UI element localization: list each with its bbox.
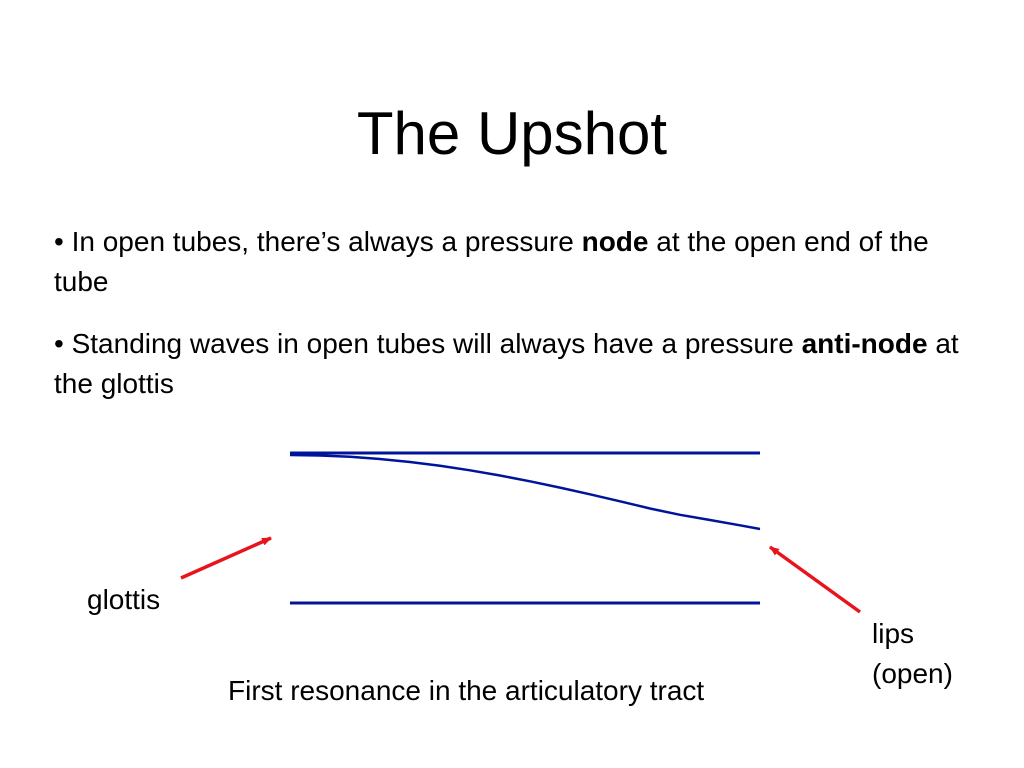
bullet-marker: • bbox=[54, 328, 64, 359]
bullet-text-end: at the open end of the tube bbox=[54, 226, 929, 297]
lips-label: lips (open) bbox=[872, 614, 953, 694]
glottis-label: glottis bbox=[87, 584, 161, 615]
lips-label-line-1: lips bbox=[872, 618, 915, 649]
pressure-wave-curve bbox=[289, 453, 761, 531]
bullet-bold-term: anti-node bbox=[801, 328, 928, 359]
bullet-text-end: at the glottis bbox=[54, 328, 959, 399]
bullet-marker: • bbox=[54, 226, 64, 257]
lips-arrow bbox=[768, 545, 862, 614]
bullet-text-start: In open tubes, there’s always a pressure bbox=[63, 226, 582, 257]
glottis-arrow bbox=[180, 536, 272, 580]
bullet-point-node: • In open tubes, there’s always a pressu… bbox=[54, 222, 974, 302]
bullet-bold-term: node bbox=[581, 226, 649, 257]
slide-title: The Upshot bbox=[356, 100, 668, 167]
bullet-text-start: Standing waves in open tubes will always… bbox=[63, 328, 802, 359]
lips-label-line-2: (open) bbox=[872, 658, 953, 689]
bullet-point-anti-node: • Standing waves in open tubes will alwa… bbox=[54, 324, 974, 404]
diagram-caption: First resonance in the articulatory trac… bbox=[228, 675, 705, 706]
